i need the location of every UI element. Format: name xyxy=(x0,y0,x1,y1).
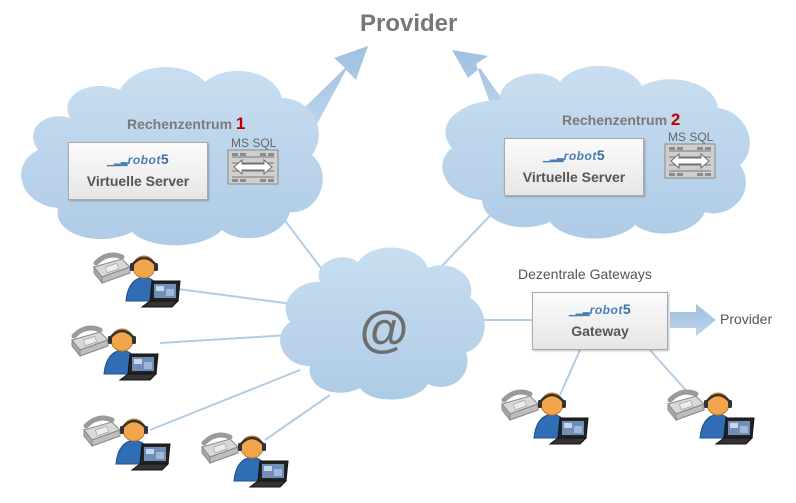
robot5-logo-gateway: ▁▂▃robot5 xyxy=(568,301,632,317)
user-workstation-2 xyxy=(72,328,158,380)
user-workstation-1 xyxy=(94,255,180,307)
link-user2 xyxy=(159,334,291,344)
ms-sql-label-1: MS SQL xyxy=(231,136,277,150)
link-user3 xyxy=(149,369,301,431)
gateway-provider-label: Provider xyxy=(720,311,773,327)
robot5-logo-2: ▁▂▃robot5 xyxy=(542,147,606,163)
link-gateway-user5 xyxy=(559,349,581,396)
user-workstation-6 xyxy=(668,392,754,444)
datacenter-2-label: Rechenzentrum 2 xyxy=(562,110,681,129)
decentral-gateways-heading: Dezentrale Gateways xyxy=(518,266,652,282)
internet-at-symbol: @ xyxy=(360,301,409,357)
ms-sql-label-2: MS SQL xyxy=(668,130,714,144)
datacenter-1-number: 1 xyxy=(235,114,246,133)
virtual-server-box-2: ▁▂▃robot5 Virtuelle Server xyxy=(504,138,644,196)
link-user1 xyxy=(169,287,301,306)
link-gateway-user6 xyxy=(649,349,691,396)
arrow-gateway-provider xyxy=(670,304,716,336)
ms-sql-server-icon-1 xyxy=(227,149,279,185)
user-workstation-3 xyxy=(84,418,170,470)
link-user4 xyxy=(264,394,331,441)
user-workstation-5 xyxy=(502,392,588,444)
cloud-internet xyxy=(280,247,485,400)
ms-sql-server-icon-2 xyxy=(664,143,716,179)
arrow-dc1-provider xyxy=(300,46,368,126)
virtual-server-box-1: ▁▂▃robot5 Virtuelle Server xyxy=(68,142,208,200)
provider-title: Provider xyxy=(360,10,458,37)
gateway-box: ▁▂▃robot5 Gateway xyxy=(532,292,668,350)
user-workstation-4 xyxy=(202,435,288,487)
robot5-logo-1: ▁▂▃robot5 xyxy=(106,151,170,167)
datacenter-1-label: Rechenzentrum 1 xyxy=(127,114,246,133)
datacenter-2-number: 2 xyxy=(670,110,681,129)
